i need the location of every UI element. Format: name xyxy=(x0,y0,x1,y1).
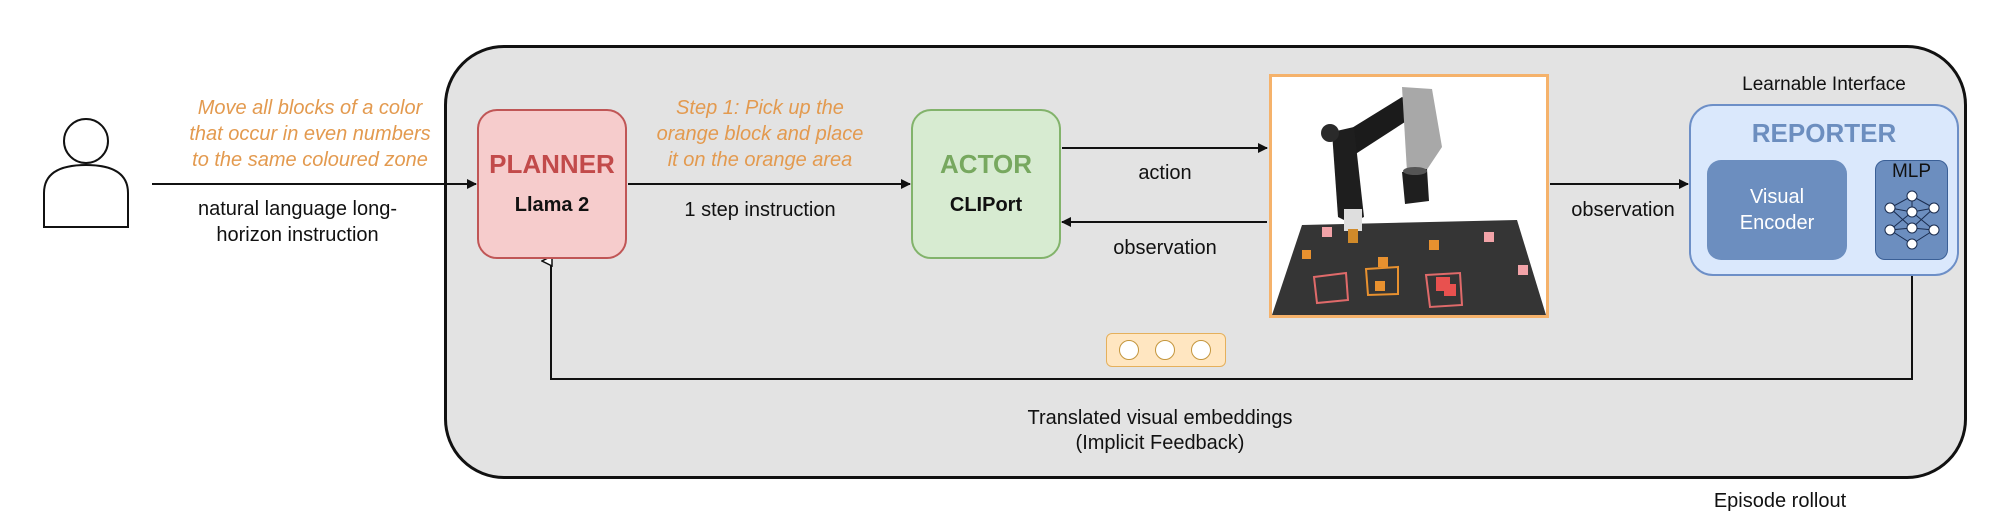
robot-scene-image xyxy=(1269,74,1549,318)
observation-back-label: observation xyxy=(1113,237,1217,259)
planner-title: PLANNER xyxy=(489,149,615,179)
robot-arm-illustration xyxy=(1272,87,1546,315)
planner-box: PLANNER Llama 2 xyxy=(477,109,627,259)
episode-rollout-label: Episode rollout xyxy=(1713,490,1847,512)
actor-model: CLIPort xyxy=(949,194,1023,216)
feedback-sublabel: (Implicit Feedback) xyxy=(1075,432,1245,454)
embedding-token xyxy=(1191,340,1211,360)
arrow-feedback-loop xyxy=(551,261,1913,380)
planner-model: Llama 2 xyxy=(514,194,590,216)
embedding-token xyxy=(1119,340,1139,360)
embedding-token xyxy=(1155,340,1175,360)
step-instruction-caption: 1 step instruction xyxy=(684,199,836,221)
visual-encoder-box: Visual Encoder xyxy=(1707,160,1847,260)
reporter-title: REPORTER xyxy=(1751,118,1897,148)
person-icon xyxy=(43,118,129,228)
actor-box: ACTOR CLIPort xyxy=(911,109,1061,259)
action-label: action xyxy=(1138,162,1192,184)
actor-title: ACTOR xyxy=(940,149,1032,179)
observation-to-reporter-label: observation xyxy=(1571,199,1675,221)
feedback-label: Translated visual embeddings xyxy=(1027,407,1293,429)
learnable-interface-label: Learnable Interface xyxy=(1742,74,1906,95)
mlp-label: MLP xyxy=(1891,161,1932,182)
step-instruction-example: Step 1: Pick up the orange block and pla… xyxy=(656,97,864,171)
instruction-example: Move all blocks of a color that occur in… xyxy=(189,97,431,171)
instruction-caption: natural language long- horizon instructi… xyxy=(197,198,398,246)
neural-network-icon xyxy=(1884,190,1940,250)
embedding-tokens xyxy=(1106,333,1226,367)
